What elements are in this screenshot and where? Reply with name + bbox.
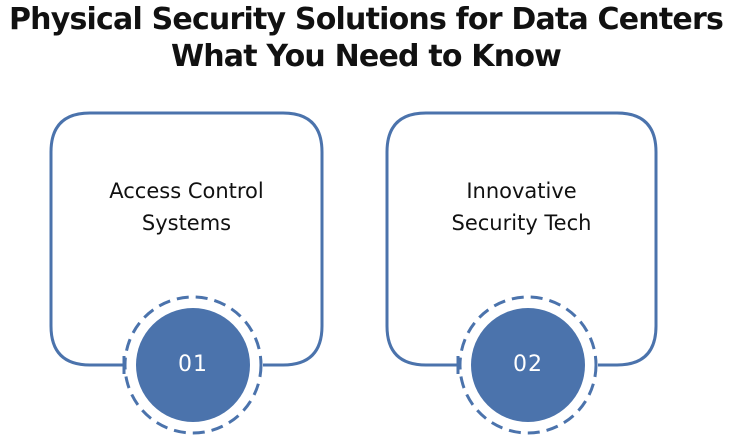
card-1-label-line-2: Systems xyxy=(141,211,232,235)
card-2-label: Innovative Security Tech xyxy=(387,175,656,239)
badge-1-disc xyxy=(136,308,250,422)
page-title-line-1: Physical Security Solutions for Data Cen… xyxy=(9,2,724,37)
badge-2-dashed-ring xyxy=(458,295,598,435)
card-2-label-line-1: Innovative xyxy=(466,179,577,203)
card-1-frame xyxy=(49,111,324,367)
card-2-frame xyxy=(385,111,658,367)
badge-2-number: 02 xyxy=(513,352,543,377)
badge-2-disc xyxy=(471,308,585,422)
badge-1-dashed-ring xyxy=(123,295,263,435)
page-title-line-2: What You Need to Know xyxy=(170,39,562,74)
card-1-label: Access Control Systems xyxy=(51,175,322,239)
card-2-label-line-2: Security Tech xyxy=(451,211,592,235)
badge-1-number: 01 xyxy=(178,352,208,377)
card-1-label-line-1: Access Control xyxy=(109,179,264,203)
